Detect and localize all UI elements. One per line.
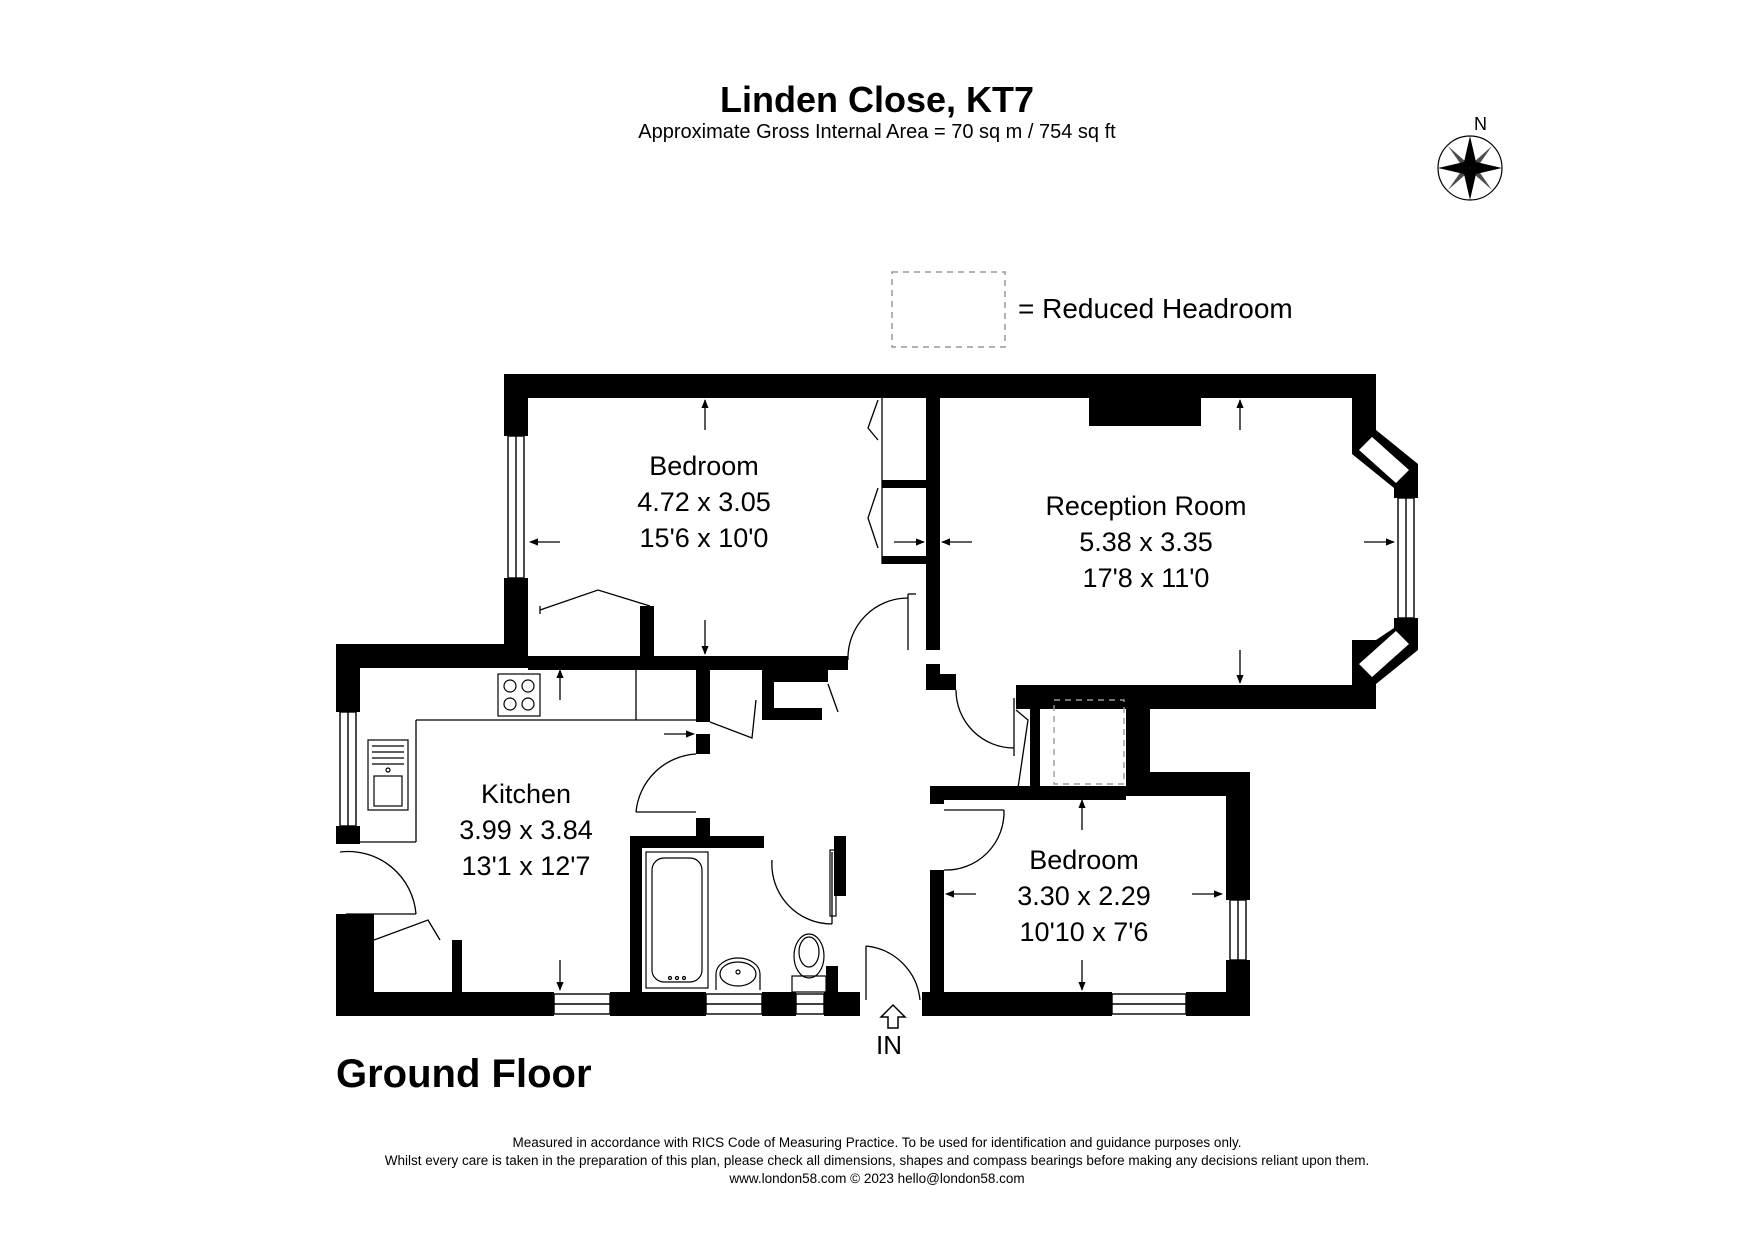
footer-disclaimer-1: Measured in accordance with RICS Code of… <box>512 1135 1242 1150</box>
plan-title: Linden Close, KT7 <box>719 79 1035 120</box>
entrance-arrow-icon <box>879 1003 907 1029</box>
room-label-kitchen: Kitchen 3.99 x 3.84 13'1 x 12'7 <box>396 776 656 884</box>
room-name: Bedroom <box>649 451 759 481</box>
room-label-reception: Reception Room 5.38 x 3.35 17'8 x 11'0 <box>1016 488 1276 596</box>
room-name: Kitchen <box>480 779 572 809</box>
plan-subtitle: Approximate Gross Internal Area = 70 sq … <box>638 121 1116 143</box>
compass-north-label: N <box>1474 114 1487 134</box>
room-metric: 4.72 x 3.05 <box>637 487 771 517</box>
toilet-icon <box>791 933 827 993</box>
walls <box>336 374 1418 1016</box>
legend-label: = Reduced Headroom <box>1018 293 1293 324</box>
sink-icon <box>367 739 409 811</box>
bathroom-screen <box>829 849 837 917</box>
room-label-bedroom-2: Bedroom 3.30 x 2.29 10'10 x 7'6 <box>954 842 1214 950</box>
floor-label: Ground Floor <box>336 1052 592 1096</box>
footer-disclaimer-2: Whilst every care is taken in the prepar… <box>384 1153 1370 1168</box>
doors <box>339 398 1029 1001</box>
reduced-headroom-area <box>1053 699 1125 785</box>
room-imperial: 15'6 x 10'0 <box>639 523 769 553</box>
windows <box>339 435 1415 1015</box>
room-name: Bedroom <box>1029 845 1139 875</box>
dimension-arrows <box>529 399 1395 991</box>
reduced-headroom-swatch <box>891 271 1006 348</box>
entrance-label: IN <box>876 1030 902 1060</box>
room-imperial: 10'10 x 7'6 <box>1019 917 1149 947</box>
room-name: Reception Room <box>1045 491 1247 521</box>
room-label-bedroom-1: Bedroom 4.72 x 3.05 15'6 x 10'0 <box>574 448 834 556</box>
footer-contact: www.london58.com © 2023 hello@london58.c… <box>729 1171 1025 1186</box>
room-metric: 3.99 x 3.84 <box>459 815 593 845</box>
hob-icon <box>497 673 541 717</box>
basin-icon <box>715 957 761 990</box>
room-metric: 5.38 x 3.35 <box>1079 527 1213 557</box>
room-metric: 3.30 x 2.29 <box>1017 881 1151 911</box>
room-imperial: 13'1 x 12'7 <box>461 851 591 881</box>
room-imperial: 17'8 x 11'0 <box>1082 563 1210 593</box>
compass-rose-icon <box>1437 135 1503 201</box>
bath-icon <box>645 851 709 989</box>
